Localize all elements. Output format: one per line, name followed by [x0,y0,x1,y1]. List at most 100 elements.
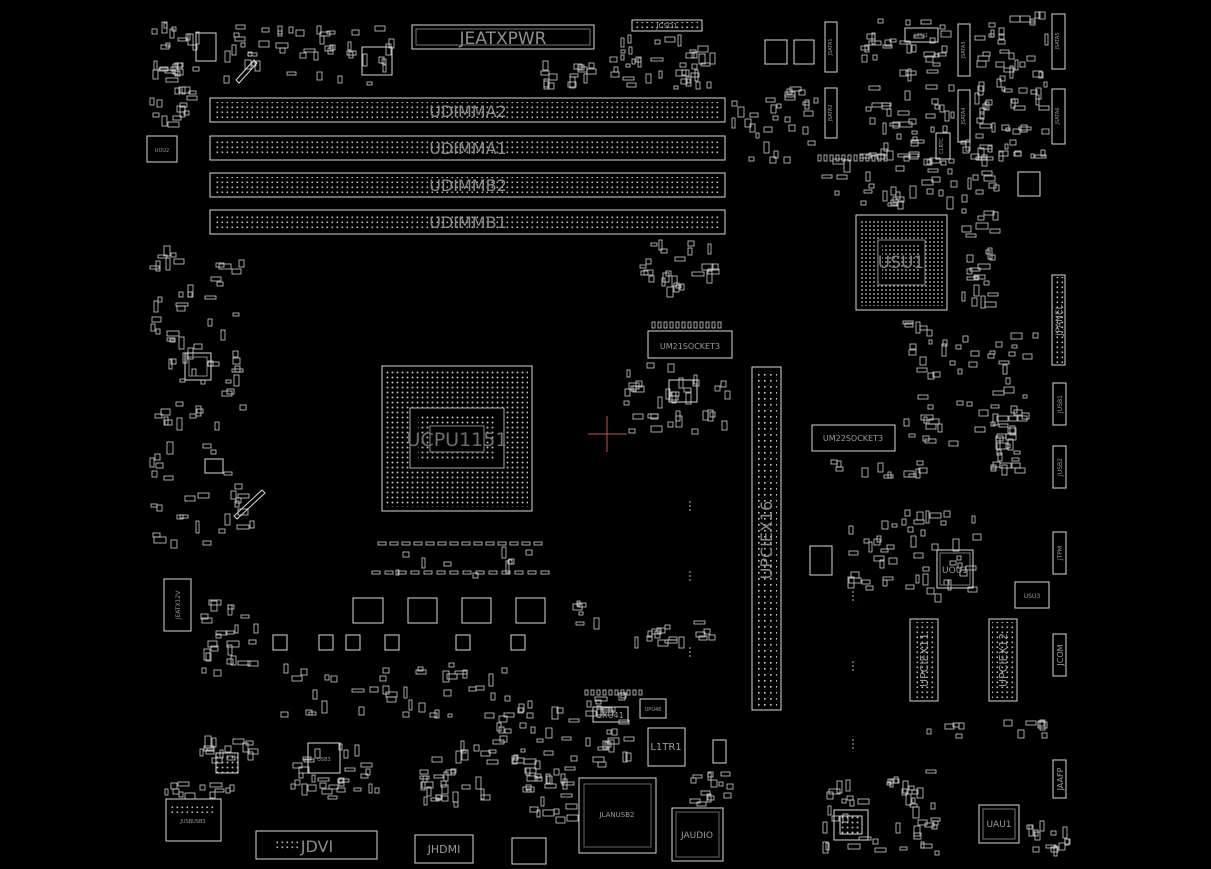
smd-part [983,280,990,286]
label-sata6: JSATA6 [1055,107,1061,125]
smd-part [326,30,336,35]
smd-part [1038,11,1046,20]
smd-part [401,541,411,546]
dimm-slot-b1[interactable] [209,209,726,235]
smd-part [437,541,447,546]
upper-left-chip[interactable] [146,135,178,163]
smd-part [303,48,316,53]
label-upu48: UPU48 [645,707,662,713]
atx-12v-connector[interactable] [163,578,192,632]
smd-part [941,343,947,357]
label-um22: UM22SOCKET3 [823,434,883,443]
header-right-usb-2[interactable] [1051,88,1066,145]
smd-part [514,570,524,575]
smd-part [169,338,176,343]
sata-connector-4[interactable] [957,89,971,143]
smd-part [974,426,986,433]
smd-part [1014,467,1026,474]
smd-part [969,267,981,272]
header-right-usb-1[interactable] [1051,13,1066,70]
smd-part [944,110,950,122]
smd-part [239,404,247,411]
smd-part [234,36,246,42]
dimm-slot-a2[interactable] [209,97,726,123]
audio-codec-chip[interactable] [978,804,1020,844]
com-header[interactable] [1052,633,1067,677]
smd-part [965,233,977,238]
super-io-chip[interactable] [936,549,974,589]
lan-transformer[interactable] [647,727,686,767]
m2-socket-1[interactable] [647,330,733,359]
cpu-socket[interactable] [381,365,533,512]
sata-connector-2[interactable] [824,87,838,139]
smd-part [369,686,379,693]
clear-cmos-header[interactable] [935,132,951,160]
smd-part [974,92,980,105]
dvi-connector[interactable] [255,830,378,860]
smd-part [173,258,185,265]
pcie-x16-slot[interactable] [751,366,782,711]
hdmi-connector[interactable] [414,834,474,864]
smd-part [158,67,169,72]
smd-part [360,773,369,779]
smd-part [378,56,385,64]
upu1-chip[interactable] [904,27,939,43]
smd-part [192,44,198,51]
atx-power-connector[interactable] [411,24,595,50]
smd-part [223,471,233,476]
label-usu3: USU3 [1024,593,1041,600]
smd-part [462,570,472,575]
smd-part [699,321,704,329]
label-cmos: CLRTC [939,138,945,154]
pcie-x1-slot-1[interactable] [909,618,939,702]
lan-chip[interactable] [592,706,629,723]
header-top-center[interactable] [631,19,703,32]
usb-usb3-connector[interactable] [165,798,222,842]
usb-connector-bottom[interactable] [511,837,547,865]
smd-part [675,284,682,289]
smd-part [955,344,962,350]
smd-part [426,786,432,797]
header-right-usb-4[interactable] [1052,445,1067,489]
sata-connector-3[interactable] [957,23,971,77]
smd-part [660,248,668,254]
header-right-tpm[interactable] [1052,531,1067,575]
smd-part [1005,433,1017,441]
smd-part [413,541,423,546]
smd-part [831,815,840,822]
bottom-left-chip[interactable] [307,742,341,774]
sata-connector-1[interactable] [824,21,838,73]
smd-part [966,268,973,275]
lan-usb-jack[interactable] [578,777,657,854]
smd-part [480,788,485,800]
vrm-controller[interactable] [184,352,212,381]
front-audio-header[interactable] [1052,759,1067,799]
m2-socket-2[interactable] [811,424,896,452]
header-right-usb-3[interactable] [1052,382,1067,426]
upu48-chip[interactable] [639,698,667,719]
smd-part [913,552,924,559]
smd-part [913,34,925,39]
smd-part [1028,824,1034,837]
smd-part [156,99,163,108]
dimm-slot-a1[interactable] [209,135,726,161]
label-uou1: UOU1 [942,566,968,576]
smd-part [164,419,173,426]
audio-jack[interactable] [671,807,724,862]
smd-part [685,52,695,59]
smd-part [863,538,870,544]
chipset-bga[interactable] [855,214,948,311]
smd-part [998,33,1005,40]
smd-part [853,154,858,162]
dimm-slot-b2[interactable] [209,172,726,198]
vrm-mosfets[interactable] [272,597,546,651]
smd-part [1001,124,1010,131]
smd-part [996,78,1002,88]
smd-part [915,574,920,584]
pcie-x1-slot-2[interactable] [988,618,1018,702]
smd-part [178,336,185,350]
smd-part [916,787,924,799]
usb-hub-chip[interactable] [1014,581,1050,609]
front-panel-header[interactable] [1051,274,1066,366]
